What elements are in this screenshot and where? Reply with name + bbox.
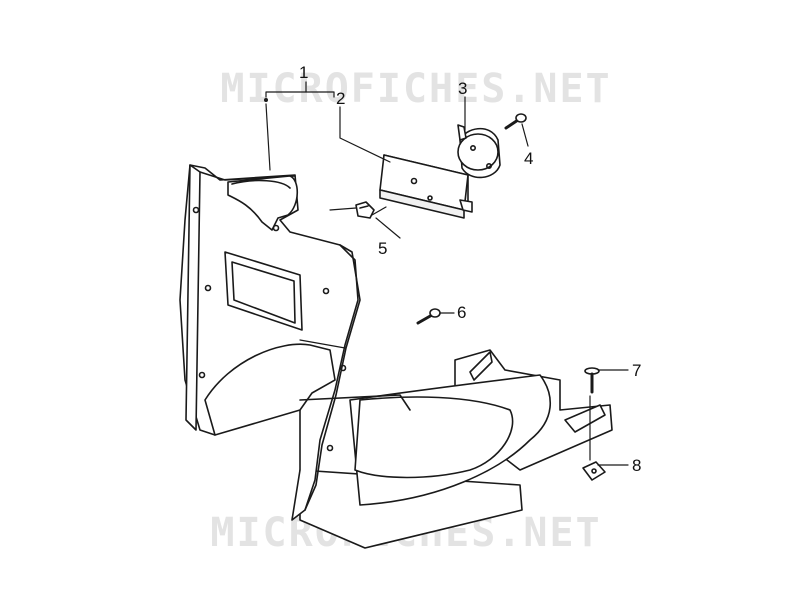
callout-7: 7 (632, 361, 642, 380)
round-cover-part (457, 124, 501, 179)
screw-6-part (416, 308, 441, 325)
callout-8: 8 (632, 456, 642, 475)
callout-5: 5 (378, 239, 388, 258)
callout-3: 3 (458, 79, 468, 98)
clip-part (355, 201, 375, 219)
callout-2: 2 (336, 89, 346, 108)
callout-1: 1 (299, 63, 309, 82)
callout-6: 6 (457, 303, 467, 322)
nut-clip-part (582, 461, 606, 481)
screw-4-part (504, 113, 527, 130)
screw-7-part (584, 367, 600, 394)
callout-4: 4 (524, 149, 534, 168)
leader-lines (264, 81, 629, 466)
inner-shield-part (179, 164, 613, 549)
plate-part (379, 154, 473, 219)
